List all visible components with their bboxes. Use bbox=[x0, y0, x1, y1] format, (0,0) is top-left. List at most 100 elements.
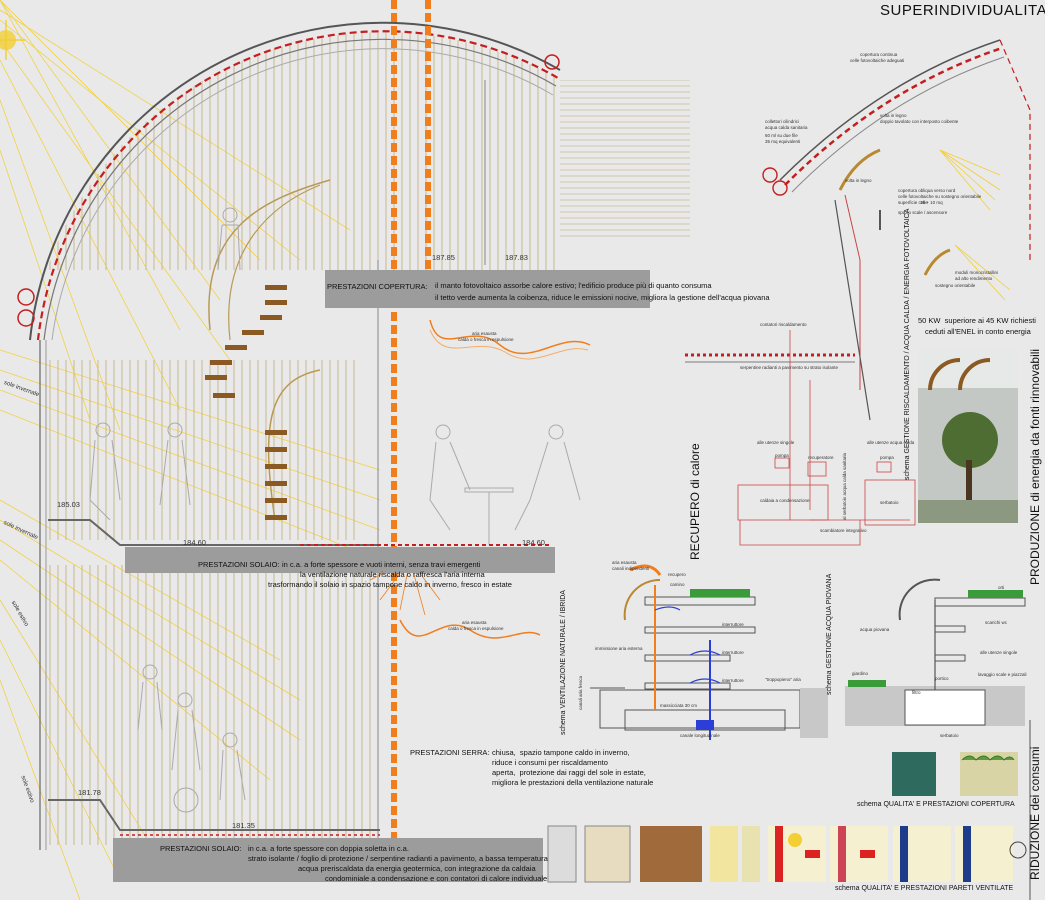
vent-note: "troppopieno" aria bbox=[765, 677, 801, 682]
dome-interior bbox=[30, 32, 560, 270]
spiral-stair-lower bbox=[265, 369, 321, 521]
roof-note: celle fotovoltaiche su sostegno orientab… bbox=[898, 194, 982, 199]
schema-heating: schema GESTIONE RISCALDAMENTO / ACQUA CA… bbox=[904, 208, 911, 480]
rain-note: lavaggio scale e piazzali bbox=[978, 672, 1027, 677]
heating-note: pompa bbox=[775, 453, 789, 458]
page-title: SUPERINDIVIDUALITA' bbox=[880, 2, 1045, 19]
vent-note: canale longitudinale bbox=[680, 733, 720, 738]
vent-note: massicciata 30 cm bbox=[660, 703, 698, 708]
section-production: PRODUZIONE di energia da fonti rinnovabi… bbox=[1028, 348, 1042, 585]
lower-floor-interior bbox=[45, 565, 375, 845]
roof-note: acqua calda sanitaria bbox=[765, 125, 808, 130]
air-flow-lower bbox=[399, 619, 541, 639]
air-label: aria esausta bbox=[472, 331, 497, 336]
rain-note: filtro bbox=[912, 690, 921, 695]
solaio2-line4: condominiale a condensazione e con conta… bbox=[325, 874, 548, 883]
rain-note: acqua piovana bbox=[860, 627, 890, 632]
slab-band-2 bbox=[113, 838, 543, 882]
heating-note: alle utenze acqua calda bbox=[867, 440, 915, 445]
schema-rainwater: schema GESTIONE ACQUA PIOVANA bbox=[826, 573, 833, 695]
roof-note: copertura obliqua verso nord bbox=[898, 188, 956, 193]
collector-icon bbox=[544, 54, 560, 70]
solaio2-line2: strato isolante / foglio di protezione /… bbox=[248, 854, 548, 863]
vent-note: canali aria fresca bbox=[578, 675, 583, 710]
roof-note: collettori cilindrici bbox=[765, 119, 800, 124]
dome-inner-lining bbox=[51, 48, 554, 341]
serra-label: PRESTAZIONI SERRA: bbox=[410, 748, 490, 757]
vent-note: immissione aria esterna bbox=[595, 646, 643, 651]
rain-note: scarichi wc bbox=[985, 620, 1008, 625]
collector-icon bbox=[17, 288, 35, 306]
copertura-line1: il manto fotovoltaico assorbe calore est… bbox=[435, 281, 712, 290]
ventilation-diagram bbox=[590, 564, 828, 740]
heating-note: caldaia a condensazione bbox=[760, 498, 810, 503]
roof-band bbox=[325, 270, 650, 308]
heating-note: serbatoio bbox=[880, 500, 899, 505]
air-flow-upper bbox=[429, 319, 591, 355]
vent-note: interruttore bbox=[722, 622, 744, 627]
solaio1-line3: trasformando il solaio in spazio tampone… bbox=[268, 580, 512, 589]
roof-note: doppio tavolato con interposto coibente bbox=[880, 119, 959, 124]
level-mark: 185.03 bbox=[57, 500, 80, 509]
energy-note-line1: 50 KW superiore ai 45 KW richiesti bbox=[918, 316, 1036, 325]
serra-line4: migliora le prestazioni della ventilazio… bbox=[492, 778, 654, 787]
spiral-stair-upper bbox=[205, 179, 331, 398]
copertura-line2: il tetto verde aumenta la coibenza, ridu… bbox=[435, 293, 770, 302]
rain-note: portico bbox=[935, 676, 949, 681]
air-label: aria esausta bbox=[462, 620, 487, 625]
vent-note: aria esausta bbox=[612, 560, 637, 565]
solaio1-line2: la ventilazione naturale riscalda o raff… bbox=[300, 570, 485, 579]
rain-note: serbatoio bbox=[940, 733, 959, 738]
roof-note: sostegno orientabile bbox=[935, 283, 976, 288]
level-mark: 181.78 bbox=[78, 788, 101, 797]
air-label: calda o fresca in espulsione bbox=[458, 337, 514, 342]
vent-note: camino bbox=[670, 582, 685, 587]
heating-note: scambiatore integrativo bbox=[820, 528, 867, 533]
slab-edge bbox=[48, 519, 380, 546]
heating-diagram bbox=[685, 330, 916, 546]
heating-note-vertical: al serbatoio acqua calda sanitaria bbox=[842, 452, 847, 520]
roof-note: copertura continua bbox=[860, 52, 898, 57]
roof-detail bbox=[762, 39, 1031, 421]
slab-band-1 bbox=[125, 547, 555, 573]
level-mark: 184.60 bbox=[183, 538, 206, 547]
schema-ventilation: schema VENTILAZIONE NATURALE / IBRIDA bbox=[560, 590, 567, 735]
section-recovery: RECUPERO di calore bbox=[688, 443, 702, 560]
level-mark: 187.83 bbox=[505, 253, 528, 262]
serra-line3: aperta, protezione dai raggi del sole in… bbox=[492, 768, 646, 777]
vent-note: recupero bbox=[668, 572, 686, 577]
schema-roof-quality: schema QUALITA' E PRESTAZIONI COPERTURA bbox=[857, 801, 1015, 808]
level-mark: 181.35 bbox=[232, 821, 255, 830]
heating-note: recuperatore bbox=[808, 455, 834, 460]
roof-note: 35 mq equivalenti bbox=[765, 139, 801, 144]
solaio2-label: PRESTAZIONI SOLAIO: bbox=[160, 844, 242, 853]
rain-note: alle utenze singole bbox=[980, 650, 1018, 655]
sun-icon bbox=[0, 20, 26, 60]
schema-walls-quality: schema QUALITA' E PRESTAZIONI PARETI VEN… bbox=[835, 885, 1014, 892]
copertura-label: PRESTAZIONI COPERTURA: bbox=[327, 282, 428, 291]
rain-note: orti bbox=[998, 585, 1005, 590]
rain-note: giardino bbox=[852, 671, 869, 676]
roof-note: volta in legno bbox=[880, 113, 907, 118]
solaio1-line1: in c.a. a forte spessore e vuoti interni… bbox=[282, 560, 481, 569]
dome-inner-shell bbox=[43, 38, 557, 341]
level-mark: 187.85 bbox=[432, 253, 455, 262]
people-figures bbox=[89, 207, 581, 813]
ventilated-wall-details bbox=[547, 825, 1027, 883]
vent-note: interruttore bbox=[722, 678, 744, 683]
roof-note: volta in legno bbox=[845, 178, 872, 183]
roof-note: celle fotovoltaiche adeguati bbox=[850, 58, 905, 63]
vent-note: interruttore bbox=[722, 650, 744, 655]
vent-note: canali indipendenti bbox=[612, 566, 650, 571]
slab-edge bbox=[48, 799, 380, 831]
roof-note: moduli monocristallini bbox=[955, 270, 999, 275]
pv-layer bbox=[36, 30, 559, 341]
level-mark: 184.60 bbox=[522, 538, 545, 547]
dome-outer-shell bbox=[29, 21, 561, 341]
solaio2-line1: in c.a. a forte spessore con doppia sole… bbox=[248, 844, 409, 853]
roof-terrace-hatch bbox=[560, 80, 690, 240]
roof-note: 60 ml su due file bbox=[765, 133, 798, 138]
green-roof-plants bbox=[961, 755, 1015, 761]
